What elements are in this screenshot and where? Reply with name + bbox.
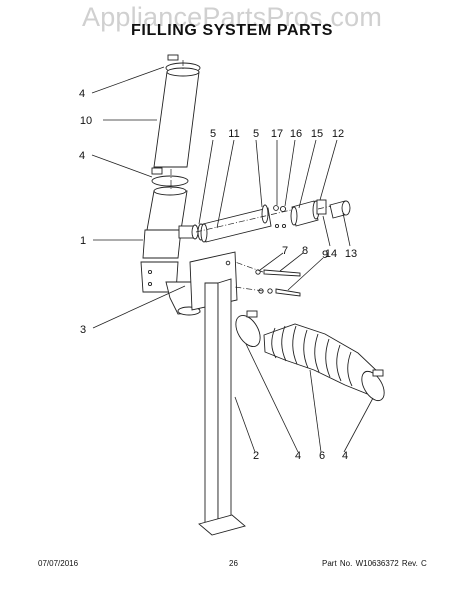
- clamp-drain-left: [235, 310, 261, 347]
- tee-fitting: [142, 224, 199, 259]
- screw-8: [263, 269, 301, 277]
- footer-part-number: Part No. W10636372 Rev. C: [322, 559, 427, 568]
- callout-label: 11: [228, 128, 239, 140]
- page-title: FILLING SYSTEM PARTS: [131, 22, 333, 39]
- callout-label: 4: [342, 450, 348, 462]
- callout-label: 1: [80, 235, 86, 247]
- callout-label: 9: [322, 249, 328, 261]
- watermark: AppliancePartsPros.com: [81, 2, 383, 32]
- footer-page-number: 26: [229, 559, 238, 568]
- callout-label: 4: [79, 150, 85, 162]
- callout-label: 15: [311, 128, 323, 140]
- callout-label: 4: [295, 450, 301, 462]
- callout-label: 7: [282, 245, 288, 257]
- part-17: [273, 205, 279, 211]
- callout-label: 8: [302, 245, 308, 257]
- callout-label: 4: [79, 88, 85, 100]
- screw-9: [258, 288, 301, 297]
- callout-label: 14: [325, 248, 337, 260]
- callout-label: 16: [290, 128, 302, 140]
- callout-label: 17: [271, 128, 283, 140]
- support-leg: [198, 278, 246, 536]
- callout-label: 12: [332, 128, 344, 140]
- part-16: [279, 205, 287, 213]
- callout-label: 13: [345, 248, 357, 260]
- footer-date: 07/07/2016: [38, 559, 79, 568]
- callout-label: 3: [80, 324, 86, 336]
- valve-body: [290, 200, 320, 227]
- clamp-5-right: [261, 204, 269, 224]
- connector-13: [329, 200, 351, 219]
- callout-label: 10: [80, 115, 92, 127]
- clamp-middle: [151, 167, 189, 187]
- callout-label: 6: [319, 450, 325, 462]
- vertical-pipe: [146, 186, 188, 231]
- horizontal-hose: [200, 207, 272, 243]
- callout-label: 5: [253, 128, 259, 140]
- cap-12: [316, 199, 327, 215]
- callout-label: 5: [210, 128, 216, 140]
- clamp-drain-right: [361, 369, 385, 402]
- callout-label: 2: [253, 450, 259, 462]
- vertical-hose: [153, 67, 200, 168]
